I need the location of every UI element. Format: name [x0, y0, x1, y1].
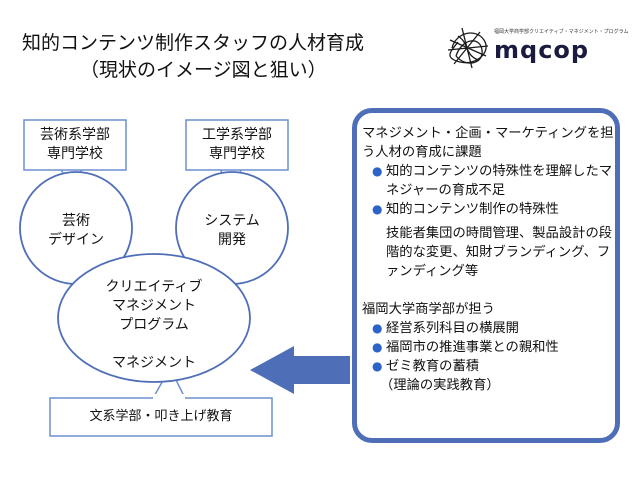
callout-engineering-line2: 専門学校: [209, 146, 265, 162]
callout-engineering-line1: 工学系学部: [202, 127, 272, 143]
circle-design-label: 芸術 デザイン: [26, 212, 126, 250]
panel-bullet-4: ● 福岡市の推進事業との親和性: [372, 340, 559, 355]
circle-design-line1: 芸術: [62, 213, 90, 229]
circle-design-line2: デザイン: [48, 232, 104, 248]
slide-title-line1: 知的コンテンツ制作スタッフの人材育成: [22, 32, 365, 54]
panel-intro: マネジメント・企画・マーケティングを担う人材の育成に課題: [362, 126, 614, 160]
logo-text: mqcop: [494, 36, 590, 64]
info-panel-text: マネジメント・企画・マーケティングを担う人材の育成に課題 ● 知的コンテンツの特…: [362, 124, 616, 395]
panel-detail: 技能者集団の時間管理、製品設計の段階的な変更、知財ブランディング、ファンディング…: [386, 226, 613, 279]
panel-heading2: 福岡大学商学部が担う: [362, 302, 495, 317]
circle-system-line2: 開発: [218, 232, 246, 248]
callout-arts-label: 芸術系学部 専門学校: [24, 126, 126, 164]
callout-engineering-box: [185, 119, 289, 171]
bullet-icon: ●: [372, 164, 383, 178]
callout-humanities-box: [49, 397, 273, 437]
logo: 福岡大学商学部クリエイティブ・マネジメント・プログラム mqcop: [446, 22, 628, 74]
callout-arts-line1: 芸術系学部: [40, 127, 110, 143]
callout-engineering-label: 工学系学部 専門学校: [186, 126, 288, 164]
circle-management-line3: プログラム: [119, 317, 189, 333]
circle-management-line2: マネジメント: [112, 298, 196, 314]
callout-arts-line2: 専門学校: [47, 146, 103, 162]
bullet-icon: ●: [372, 340, 383, 354]
circle-management-line4: [84, 335, 224, 354]
arrow-left-icon: [250, 346, 350, 394]
circle-management: [57, 253, 251, 383]
circle-system-label: システム 開発: [182, 212, 282, 250]
slide-title-line2: （現状のイメージ図と狙い）: [80, 59, 327, 81]
circle-system-line1: システム: [204, 213, 260, 229]
logo-subtitle: 福岡大学商学部クリエイティブ・マネジメント・プログラム: [494, 29, 629, 35]
bullet-icon: ●: [372, 321, 383, 335]
logo-mark-icon: [447, 27, 489, 69]
panel-note: （理論の実践教育）: [380, 378, 500, 393]
circle-management-line5: マネジメント: [112, 355, 196, 371]
callout-arts-box: [23, 119, 127, 171]
panel-bullet-5: ● ゼミ教育の蓄積: [372, 359, 480, 374]
panel-bullet-3: ● 経営系列科目の横展開: [372, 321, 519, 336]
circle-management-label: クリエイティブ マネジメント プログラム マネジメント: [84, 278, 224, 373]
info-panel: [352, 108, 620, 443]
bullet-icon: ●: [372, 202, 383, 216]
panel-bullet-1: ● 知的コンテンツの特殊性を理解したマネジャーの育成不足: [372, 164, 613, 198]
callout-humanities-label: 文系学部・叩き上げ教育: [89, 409, 233, 424]
panel-bullet-2: ● 知的コンテンツ制作の特殊性: [372, 202, 559, 217]
circle-management-line1: クリエイティブ: [105, 279, 203, 295]
bullet-icon: ●: [372, 359, 383, 373]
